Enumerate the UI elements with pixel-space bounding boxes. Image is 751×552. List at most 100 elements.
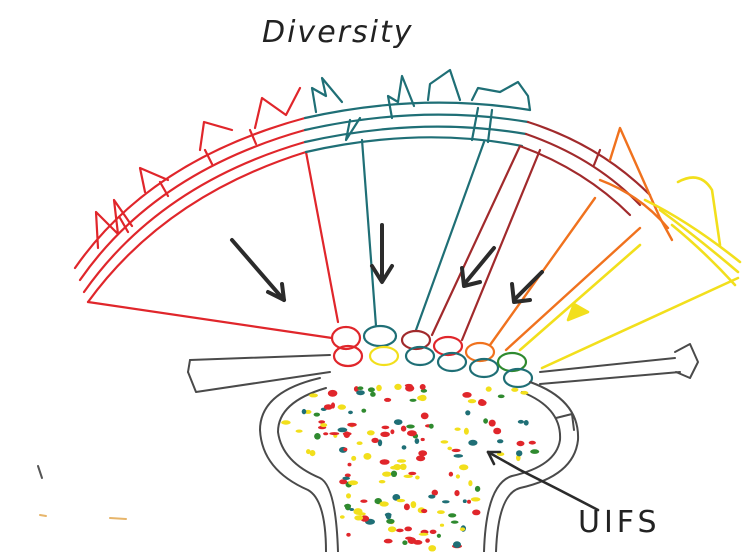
speckle: [376, 385, 382, 391]
speckle: [310, 450, 316, 456]
speckle: [456, 474, 460, 478]
speckle: [404, 527, 412, 532]
speckle: [348, 480, 358, 485]
speckle: [493, 428, 501, 435]
speckle: [348, 411, 353, 415]
darkred-stream: [432, 122, 650, 340]
stray-mark: [38, 466, 42, 478]
speckle: [401, 426, 406, 432]
speckle: [384, 398, 391, 402]
speckle: [516, 450, 522, 456]
speckle: [338, 428, 348, 433]
speckle: [489, 420, 496, 427]
speckle: [346, 533, 350, 537]
speckle: [463, 499, 467, 503]
stray-mark-2: [40, 515, 126, 519]
speckle: [454, 490, 459, 496]
speckle: [296, 430, 303, 433]
speckle: [404, 504, 410, 511]
speckle: [437, 510, 445, 514]
uifs-speckles: [281, 384, 539, 552]
speckle: [413, 540, 422, 545]
speckle: [360, 500, 367, 503]
speckle: [405, 385, 414, 392]
speckle: [419, 395, 427, 401]
speckle: [468, 399, 476, 403]
speckle: [390, 466, 398, 470]
speckle: [357, 386, 363, 390]
speckle: [391, 471, 397, 477]
speckle: [455, 428, 461, 431]
speckle: [363, 453, 371, 460]
speckle: [382, 426, 390, 430]
speckle: [465, 410, 470, 415]
speckle: [430, 530, 437, 534]
speckle: [453, 541, 461, 548]
speckle: [421, 438, 425, 441]
speckle: [347, 423, 357, 427]
speckle: [386, 519, 394, 524]
speckle: [343, 448, 347, 452]
speckle: [467, 500, 471, 504]
speckle: [382, 472, 391, 477]
speckle: [468, 440, 477, 446]
speckle: [408, 472, 416, 475]
speckle: [449, 472, 453, 477]
arrow-down-left-icon: [232, 240, 284, 300]
orange-stream: [490, 128, 672, 350]
diagram-title: Diversity: [262, 15, 413, 50]
speckle: [344, 431, 350, 438]
speckle: [452, 449, 461, 452]
speckle: [371, 438, 378, 443]
speckle: [425, 538, 430, 542]
speckle: [368, 387, 375, 392]
speckle: [402, 540, 407, 545]
speckle: [314, 433, 321, 440]
speckle: [462, 392, 471, 398]
speckle: [475, 486, 480, 492]
speckle: [428, 495, 435, 499]
speckle: [437, 534, 441, 538]
speckle: [471, 497, 481, 501]
speckle: [419, 533, 429, 536]
speckle: [340, 515, 345, 518]
speckle: [517, 441, 525, 446]
teal-stream: [305, 70, 530, 330]
speckle: [478, 400, 487, 406]
speckle: [454, 454, 464, 458]
speckle: [416, 455, 425, 461]
speckle: [411, 501, 417, 508]
speckle: [351, 456, 356, 461]
speckle: [472, 510, 480, 516]
arrow-down-right-icon: [462, 248, 494, 286]
speckle: [529, 441, 536, 445]
speckle: [344, 504, 351, 508]
speckle: [441, 440, 449, 443]
speckle: [320, 423, 327, 427]
speckle: [339, 479, 347, 484]
speckle: [396, 529, 404, 533]
speckle: [367, 430, 375, 435]
speckle: [357, 441, 363, 445]
speckle: [390, 429, 394, 434]
speckle: [498, 395, 505, 399]
speckle: [397, 459, 406, 462]
speckle: [420, 384, 426, 390]
speckle: [440, 524, 444, 527]
speckle: [406, 425, 415, 429]
yellow-stream: [520, 178, 740, 369]
speckle: [518, 420, 524, 424]
speckle: [451, 521, 459, 524]
speckle: [281, 420, 291, 424]
speckle: [404, 475, 413, 478]
arrow-down-center-icon: [372, 225, 392, 282]
speckle: [338, 404, 346, 409]
uifs-label: UIFS: [578, 505, 661, 540]
arrows: [232, 225, 542, 302]
speckle: [520, 391, 528, 395]
speckle: [342, 477, 350, 480]
speckle: [388, 526, 396, 532]
speckle: [394, 419, 403, 425]
speckle: [511, 388, 518, 392]
